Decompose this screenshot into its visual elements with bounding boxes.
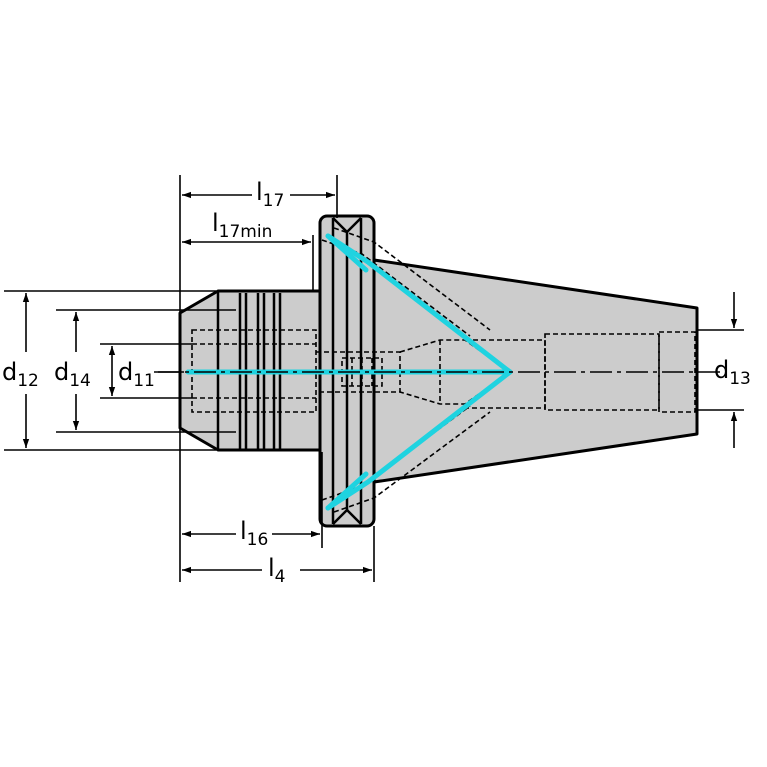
- label-l17: l17: [256, 178, 284, 211]
- label-l16: l16: [240, 517, 268, 550]
- label-d12: d12: [2, 358, 39, 391]
- extension-lines: [4, 175, 744, 582]
- label-d13: d13: [714, 356, 751, 389]
- label-d14: d14: [54, 358, 91, 391]
- cross-hole: [341, 357, 383, 387]
- label-l17min: l17min: [212, 209, 272, 242]
- dimension-lines: [22, 191, 738, 574]
- label-d11: d11: [118, 358, 155, 391]
- label-l4: l4: [268, 554, 286, 587]
